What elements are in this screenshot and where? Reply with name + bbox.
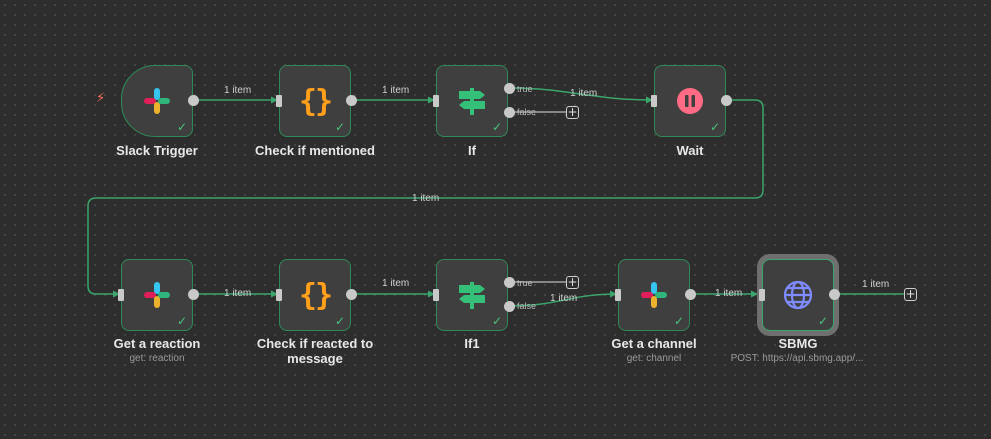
edge-label: 1 item [382,278,410,289]
output-handle-false[interactable] [504,301,515,312]
output-handle[interactable] [346,95,357,106]
node-label: If1 [464,336,480,351]
node-check-if-mentioned[interactable]: {} ✓ [276,65,357,137]
input-handle[interactable] [433,95,439,107]
node-label: Get a channel [611,336,697,351]
pause-icon [673,84,707,118]
add-node-button[interactable]: + [566,275,579,289]
globe-icon [781,278,815,312]
node-get-a-channel[interactable]: ✓ [615,259,696,331]
output-handle[interactable] [188,289,199,300]
output-handle-true[interactable] [504,277,515,288]
curly-braces-icon: {} [298,277,333,313]
checkmark-icon: ✓ [491,120,502,134]
add-node-button[interactable]: + [904,287,917,301]
slack-icon [637,278,671,312]
signpost-icon [455,84,489,118]
edge-label: 1 item [715,288,743,299]
checkmark-icon: ✓ [176,314,187,328]
node-wait[interactable]: ✓ [651,65,732,137]
branch-label-false: false [517,107,537,117]
checkmark-icon: ✓ [491,314,502,328]
output-handle[interactable] [721,95,732,106]
node-sublabel: get: channel [626,353,682,364]
edge-label: 1 item [550,293,578,304]
input-handle[interactable] [759,289,765,301]
curly-braces-icon: {} [298,83,333,119]
edge-wait-to-reaction [87,99,764,295]
edge-label: 1 item [224,85,252,96]
checkmark-icon: ✓ [334,314,345,328]
edge-label: 1 item [224,288,252,299]
node-sublabel: POST: https://api.sbmg.app/... [730,353,864,364]
edge-label: 1 item [570,88,598,99]
input-handle[interactable] [276,289,282,301]
branch-label-false: false [517,301,537,311]
output-handle[interactable] [829,289,840,300]
node-if[interactable]: ✓ [433,65,515,137]
checkmark-icon: ✓ [817,314,828,328]
add-node-button[interactable]: + [566,105,579,119]
node-label: Get a reaction [113,336,201,351]
checkmark-icon: ✓ [709,120,720,134]
node-label: Slack Trigger [116,143,198,158]
node-sublabel: get: reaction [129,353,185,364]
output-handle[interactable] [685,289,696,300]
output-handle[interactable] [346,289,357,300]
node-if1[interactable]: ✓ [433,259,515,331]
edge-label: 1 item [862,279,890,290]
node-label: If [468,143,476,158]
edge-label: 1 item [382,85,410,96]
checkmark-icon: ✓ [176,120,187,134]
node-label: Wait [676,143,704,158]
node-sbmg[interactable]: ✓ [759,259,840,331]
node-check-if-reacted[interactable]: {} ✓ [276,259,357,331]
output-handle-true[interactable] [504,83,515,94]
edge-if1-false-to-channel [508,293,618,307]
branch-label-true: true [517,278,533,288]
node-get-a-reaction[interactable]: ✓ [118,259,199,331]
edge-label: 1 item [412,193,440,204]
checkmark-icon: ✓ [334,120,345,134]
slack-icon [140,278,174,312]
input-handle[interactable] [615,289,621,301]
node-label: Check if reacted to message [256,336,374,366]
branch-label-true: true [517,84,533,94]
edge-if-true-to-wait [508,87,654,101]
checkmark-icon: ✓ [673,314,684,328]
lightning-bolt-icon: ⚡ [96,91,106,106]
node-label: Check if mentioned [255,143,375,158]
output-handle[interactable] [188,95,199,106]
input-handle[interactable] [651,95,657,107]
input-handle[interactable] [433,289,439,301]
slack-icon [140,84,174,118]
node-slack-trigger[interactable]: ✓ [121,65,199,137]
output-handle-false[interactable] [504,107,515,118]
node-label: SBMG [778,336,818,351]
input-handle[interactable] [118,289,124,301]
signpost-icon [455,278,489,312]
input-handle[interactable] [276,95,282,107]
